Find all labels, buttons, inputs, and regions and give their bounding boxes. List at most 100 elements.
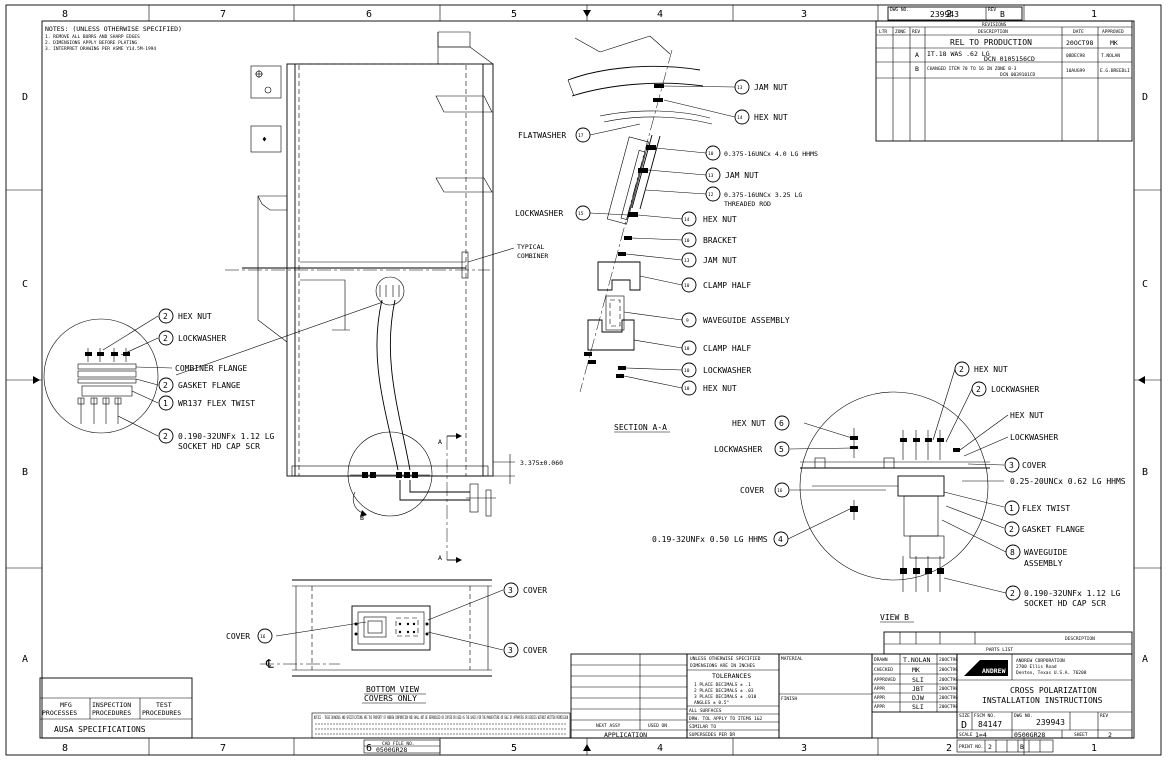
doc-number: 239943 — [930, 10, 959, 19]
balloon-number: 2 — [163, 432, 168, 441]
zone-col-bottom: 8 — [62, 743, 68, 754]
signature-date: 20OCT98 — [939, 677, 958, 683]
typical-combiner-label: COMBINER — [517, 252, 548, 260]
callout-label: CLAMP HALF — [703, 344, 751, 353]
tolerance-line: 2 PLACE DECIMALS ± .03 — [694, 688, 754, 694]
balloon-number: 9 — [686, 318, 689, 324]
balloon-number: 2 — [1009, 525, 1014, 534]
finish-label: FINISH — [781, 696, 798, 702]
zone-col-bottom: 6 — [366, 743, 372, 754]
zone-col-bottom: 7 — [220, 743, 226, 754]
rev-row-desc: REL TO PRODUCTION — [950, 38, 1032, 47]
svg-text:REV: REV — [988, 7, 996, 13]
proprietary-text: NOTICE - THESE DRAWINGS AND SPECIFICATIO… — [314, 715, 568, 721]
drawing-scale: 1=4 — [975, 731, 987, 739]
signature-date: 20OCT98 — [939, 695, 958, 701]
balloon-number: 5 — [779, 445, 784, 454]
note-item: 2. DIMENSIONS APPLY BEFORE PLATING — [45, 40, 137, 46]
svg-text:FSCM NO.: FSCM NO. — [974, 713, 996, 719]
bottom-strips: CAD FILE NO. 0500GR28 PRINT NO. 2 B — [363, 739, 1054, 754]
callout-label: WAVEGUIDE — [1024, 548, 1068, 557]
balloon-number: 2 — [959, 365, 964, 374]
callout-label: HEX NUT — [754, 113, 788, 122]
rev-row-letter: B — [915, 65, 919, 73]
main-elevation-view: ♦ B A — [175, 31, 563, 563]
balloon-number: 4 — [778, 535, 783, 544]
section-a-a-view: 13 JAM NUT 14 HEX NUT FLATWASHER 17 10 0… — [515, 35, 818, 433]
general-notes: NOTES: (UNLESS OTHERWISE SPECIFIED) 1. R… — [45, 25, 182, 52]
svg-text:♦: ♦ — [262, 135, 267, 144]
spec-cell: PROCESSES — [42, 709, 77, 717]
balloon-number: 3 — [508, 646, 513, 655]
signature-name: JBT — [912, 685, 924, 693]
tolerance-line: 3 PLACE DECIMALS ± .010 — [694, 694, 757, 700]
balloon-number: 2 — [163, 334, 168, 343]
callout-label: 0.19-32UNFx 0.50 LG HHMS — [652, 535, 768, 544]
zone-col-top: 2 — [946, 9, 952, 20]
spec-cell: INSPECTION — [92, 701, 131, 709]
callout-label: 0.190-32UNFx 1.12 LG — [1024, 589, 1121, 598]
balloon-number: 2 — [163, 381, 168, 390]
zone-col-top: 1 — [1091, 9, 1097, 20]
rev-row-desc: IT.18 WAS .62 LG — [927, 50, 990, 58]
tolerances-title: TOLERANCES — [712, 672, 751, 680]
rev-row-approver: T.NOLAN — [1101, 53, 1120, 59]
company-address: ANDREW CORPORATION — [1016, 658, 1065, 664]
signature-name: MK — [912, 666, 920, 674]
zone-col-top: 8 — [62, 9, 68, 20]
callout-label: THREADED ROD — [724, 200, 771, 208]
left-detail-view: 2 HEX NUT 2 LOCKWASHER COMBINER FLANGE 2… — [43, 308, 275, 451]
signature-name: SLI — [912, 703, 924, 711]
callout-label: LOCKWASHER — [991, 385, 1039, 394]
zone-col-top: 7 — [220, 9, 226, 20]
tolerance-extra: DRW. TOL APPLY TO ITEMS 1&2 — [689, 716, 762, 722]
tolerance-block: UNLESS OTHERWISE SPECIFIED DIMENSIONS AR… — [686, 653, 780, 739]
cad-file-number: 0500GR28 — [376, 746, 407, 754]
balloon-number: 10 — [684, 368, 690, 374]
balloon-number: 3 — [1009, 461, 1014, 470]
zone-row-left: B — [22, 467, 28, 478]
drawing-title: INSTALLATION INSTRUCTIONS — [982, 696, 1103, 705]
signature-name: T.NOLAN — [903, 656, 930, 664]
tolerance-line: ANGLES ± 0.5° — [694, 700, 730, 706]
callout-label: HEX NUT — [178, 312, 212, 321]
signature-role: APPR — [874, 686, 885, 692]
rev-header: REV — [912, 29, 920, 35]
balloon-number: 13 — [737, 85, 743, 91]
view-b: 2 HEX NUT 2 LOCKWASHER HEX NUT LOCKWASHE… — [652, 361, 1126, 623]
callout-label: HEX NUT — [703, 215, 737, 224]
callout-label: HEX NUT — [974, 365, 1008, 374]
signature-role: CHECKED — [874, 667, 893, 673]
drawing-title: CROSS POLARIZATION — [1010, 686, 1097, 695]
callout-label: COVER — [226, 632, 250, 641]
balloon-number: 6 — [779, 419, 784, 428]
rev-row-desc: CHANGED ITEM 70 TO 16 IN ZONE B-3 — [927, 66, 1017, 72]
rev-letter: B — [1020, 743, 1024, 751]
svg-text:REV: REV — [1100, 713, 1108, 719]
bottom-view: ℄ 3 COVER 3 COVER COVER 16 BOTTOM VIEW C… — [226, 579, 547, 704]
callout-label: 0.190-32UNFx 1.12 LG — [178, 432, 275, 441]
callout-label: LOCKWASHER — [178, 334, 226, 343]
spec-cell: TEST — [156, 701, 172, 709]
revisions-table: REVISIONS LTR ZONE REV DESCRIPTION DATE … — [875, 20, 1133, 142]
rev-row-desc2: DCN 0039101CD — [1000, 72, 1036, 78]
company-address: Denton, Texas U.S.A. 76208 — [1016, 670, 1087, 676]
zone-row-left: C — [22, 279, 28, 290]
signature-block: DRAWN T.NOLAN 20OCT98 CHECKED MK 20OCT98… — [871, 653, 958, 713]
callout-label: LOCKWASHER — [703, 366, 751, 375]
zone-row-right: D — [1142, 92, 1148, 103]
rev-row-date: 20OCT98 — [1066, 39, 1093, 47]
rev-row-date: 08DEC98 — [1066, 53, 1085, 59]
ausa-spec-title: AUSA SPECIFICATIONS — [54, 725, 146, 734]
callout-label: LOCKWASHER — [1010, 433, 1058, 442]
balloon-number: 16 — [260, 634, 266, 640]
callout-label: LOCKWASHER — [714, 445, 762, 454]
revisions-title: REVISIONS — [982, 22, 1007, 28]
zone-row-left: A — [22, 654, 28, 665]
centerline-symbol: ℄ — [265, 657, 274, 671]
zone-col-top: 4 — [657, 9, 663, 20]
next-assy-header: NEXT ASSY — [596, 723, 621, 729]
callout-label: WR137 FLEX TWIST — [178, 399, 255, 408]
signature-role: APPROVED — [874, 677, 896, 683]
callout-label: GASKET FLANGE — [178, 381, 241, 390]
